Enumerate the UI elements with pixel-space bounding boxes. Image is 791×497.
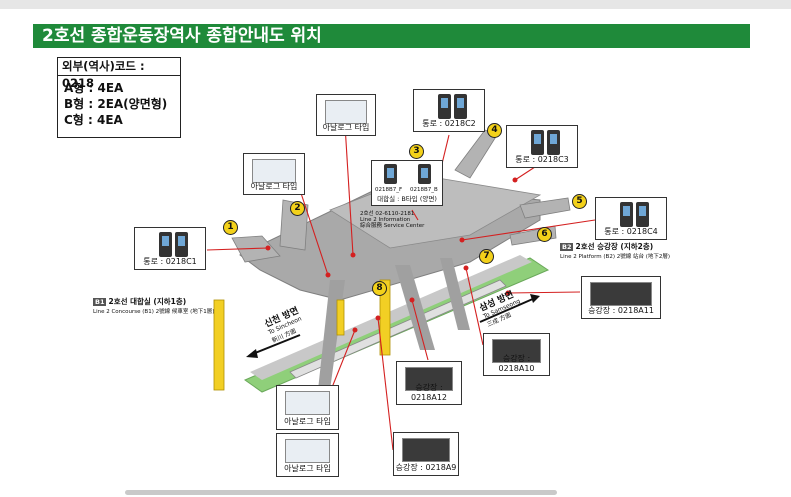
- callout-label: 아날로그 타입: [322, 123, 370, 132]
- callout-analog-left: 아날로그 타입: [243, 153, 305, 195]
- callout-c2: 통로 : 0218C2: [413, 89, 485, 132]
- exit-badge-5: 5: [572, 194, 587, 209]
- platform-screen: [590, 282, 652, 306]
- arrow-sincheon-head: [246, 349, 258, 358]
- map-thumbnail: [252, 159, 296, 183]
- kiosk-icon: [418, 164, 431, 184]
- top-strip: [0, 0, 791, 9]
- exit-badge-3: 3: [409, 144, 424, 159]
- kiosk-icon: [438, 94, 451, 119]
- code-row-c: C형 : 4EA: [64, 113, 123, 127]
- callout-b7: 0218B7_F 0218B7_B 대합실 : B타입 (양면): [371, 160, 443, 206]
- level-b2-subtitle: Line 2 Platform (B2) 2號線 站台 (地下2層): [560, 254, 671, 260]
- callout-label: 승강장 : 0218A11: [588, 306, 654, 315]
- callout-label: 승강장 : 0218A10: [498, 354, 535, 373]
- passage-1: [231, 235, 281, 263]
- level-b1-subtitle: Line 2 Concourse (B1) 2號線 候車室 (地下1層): [93, 309, 215, 315]
- b7-back-label: 0218B7_B: [410, 187, 438, 193]
- callout-analog-bottom1: 아날로그 타입: [276, 385, 339, 430]
- kiosk-icon: [159, 232, 172, 257]
- callout-label: 통로 : 0218C3: [515, 155, 569, 164]
- info-center-line1: 2호선 02-6110-2181: [360, 211, 415, 217]
- callout-analog-bottom2: 아날로그 타입: [276, 433, 339, 477]
- platform-floor: [250, 255, 532, 380]
- info-center-line3: 綜合服務 Service Center: [360, 223, 425, 229]
- level-b1-tag: B1: [93, 298, 107, 306]
- callout-label: 통로 : 0218C1: [143, 257, 197, 266]
- platform-screen: [402, 438, 450, 462]
- arrow-samseong: [479, 297, 536, 323]
- kiosk-icon: [384, 164, 397, 184]
- callout-c4: 통로 : 0218C4: [595, 197, 667, 240]
- kiosk-icon: [620, 202, 633, 227]
- map-thumbnail: [285, 439, 330, 463]
- kiosk-icon: [175, 232, 188, 257]
- code-row-a: A형 : 4EA: [64, 81, 124, 95]
- callout-a12: 승강장 : 0218A12: [396, 361, 462, 405]
- code-row-b: B형 : 2EA(양면형): [64, 97, 168, 111]
- b7-front-label: 0218B7_F: [375, 187, 403, 193]
- exit-badge-7: 7: [479, 249, 494, 264]
- exit-badge-6: 6: [537, 227, 552, 242]
- callout-label: 아날로그 타입: [284, 417, 331, 426]
- callout-a10: 승강장 : 0218A10: [483, 333, 550, 376]
- arrow-sincheon: [249, 334, 301, 356]
- arrow-samseong-head: [530, 294, 540, 303]
- callout-label: 대합실 : B타입 (양면): [377, 195, 437, 203]
- callout-a9: 승강장 : 0218A9: [393, 432, 459, 476]
- map-thumbnail: [285, 391, 330, 415]
- callout-label: 아날로그 타입: [284, 464, 331, 473]
- exit-badge-4: 4: [487, 123, 502, 138]
- callout-c3: 통로 : 0218C3: [506, 125, 578, 168]
- callout-analog-top: 아날로그 타입: [316, 94, 376, 136]
- callout-a11: 승강장 : 0218A11: [581, 276, 661, 319]
- support-mid: [395, 265, 435, 350]
- yellow-column-left: [213, 299, 225, 391]
- exit-badge-2: 2: [290, 201, 305, 216]
- callout-label: 승강장 : 0218A9: [395, 463, 457, 472]
- level-b2-tag: B2: [560, 243, 574, 251]
- horizontal-scrollbar[interactable]: [125, 490, 557, 495]
- level-b2-title: 2호선 승강장 (지하2층): [575, 242, 654, 251]
- page-title: 2호선 종합운동장역사 종합안내도 위치: [33, 24, 750, 48]
- callout-label: 아날로그 타입: [250, 182, 298, 191]
- kiosk-icon: [636, 202, 649, 227]
- level-b1-title: 2호선 대합실 (지하1층): [108, 297, 187, 306]
- exit-badge-8: 8: [372, 281, 387, 296]
- info-center-label: 2호선 02-6110-2181 Line 2 Information 綜合服務…: [360, 211, 424, 229]
- kiosk-icon: [454, 94, 467, 119]
- yellow-column-small: [336, 299, 345, 336]
- platform-screen: [405, 367, 453, 391]
- code-box-header: 외부(역사)코드 : 0218: [58, 58, 180, 90]
- callout-c1: 통로 : 0218C1: [134, 227, 206, 270]
- platform-screen: [492, 339, 541, 363]
- map-thumbnail: [325, 100, 367, 124]
- passage-5: [519, 197, 571, 219]
- callout-label: 통로 : 0218C2: [422, 119, 476, 128]
- kiosk-icon: [547, 130, 560, 155]
- callout-label: 통로 : 0218C4: [604, 227, 658, 236]
- exit-badge-1: 1: [223, 220, 238, 235]
- support-right: [440, 258, 470, 330]
- code-box: 외부(역사)코드 : 0218 A형 : 4EA B형 : 2EA(양면형) C…: [57, 57, 181, 138]
- kiosk-icon: [531, 130, 544, 155]
- info-center-line2: Line 2 Information: [360, 217, 411, 223]
- callout-label: 승강장 : 0218A12: [410, 383, 447, 402]
